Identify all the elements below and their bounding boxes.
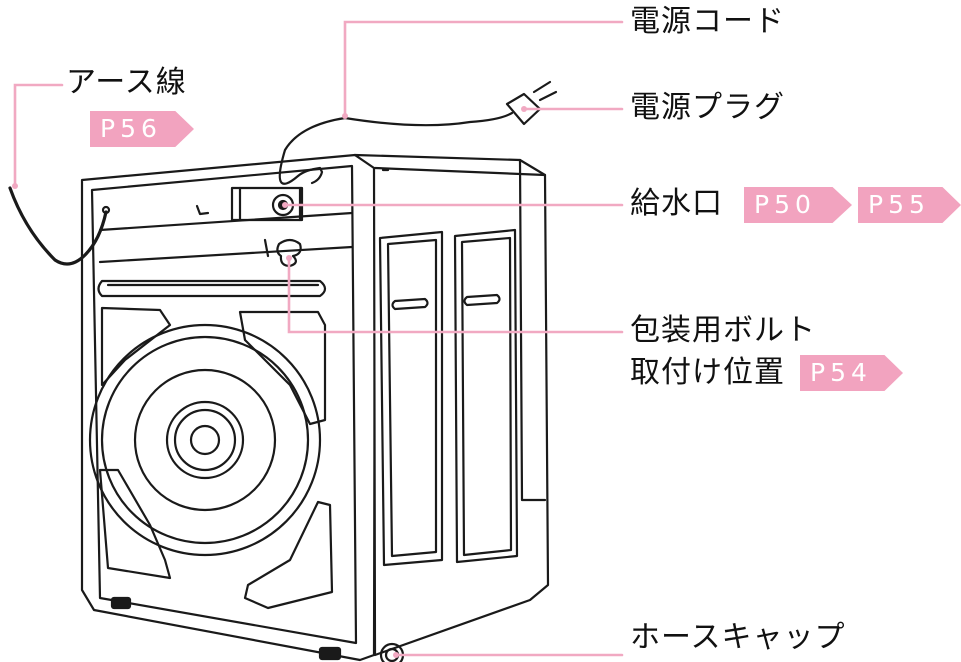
hose-cap-label: ホースキャップ: [630, 620, 846, 655]
washer-body: [8, 80, 558, 662]
earth-wire-page-ref[interactable]: P56: [90, 111, 194, 147]
power-cord-label: 電源コード: [630, 4, 785, 39]
leader-dots: [12, 106, 527, 658]
water-inlet-label: 給水口: [630, 186, 723, 221]
water-inlet-page-ref-2[interactable]: P55: [858, 187, 961, 223]
shipping-bolt-label-line2: 取付け位置: [630, 355, 785, 390]
shipping-bolt-page-ref[interactable]: P54: [800, 355, 903, 391]
shipping-bolt-label-line1: 包装用ボルト: [630, 313, 816, 348]
water-inlet-page-ref-1[interactable]: P50: [744, 187, 852, 223]
earth-wire-label: アース線: [66, 65, 187, 100]
leader-lines: [13, 20, 624, 657]
power-plug-label: 電源プラグ: [630, 90, 785, 125]
